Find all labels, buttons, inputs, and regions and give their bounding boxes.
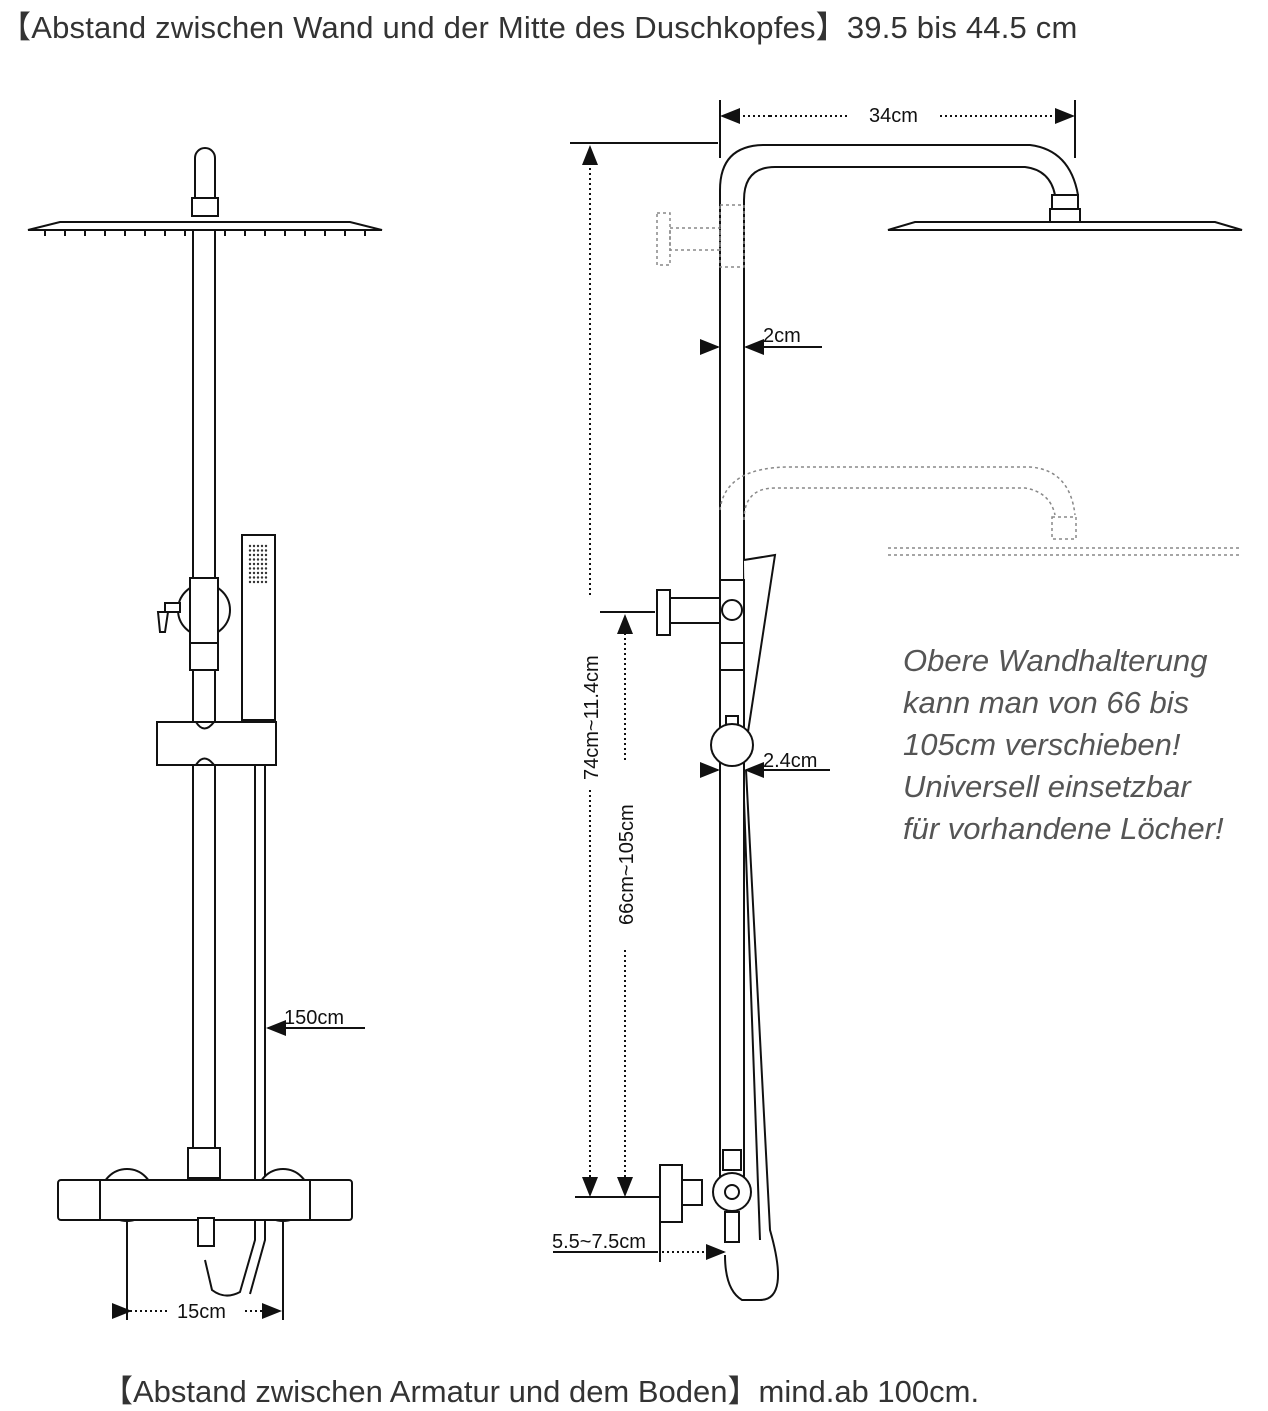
note-line: Obere Wandhalterung	[903, 643, 1208, 678]
header-text: 【Abstand zwischen Wand und der Mitte des…	[0, 10, 1078, 45]
note-line: kann man von 66 bis	[903, 685, 1190, 720]
wall-bracket	[656, 589, 671, 636]
valve-spacing-label: 15cm	[177, 1301, 226, 1323]
note-line: für vorhandene Löcher!	[903, 811, 1224, 846]
slider-diameter-label: 2.4cm	[763, 750, 817, 772]
side-view: 34cm 2cm 2.4cm 74cm~11.4cm 66cm~105cm 5.…	[552, 100, 1243, 1301]
top-cap	[194, 147, 216, 201]
outlet-connector	[197, 1217, 215, 1247]
hand-shower-nozzles	[248, 544, 268, 584]
arm-length-label: 34cm	[869, 105, 918, 127]
hose	[204, 765, 266, 1297]
side-hand-shower	[743, 553, 777, 746]
side-shower-head	[887, 221, 1243, 231]
rain-shower-head	[27, 221, 383, 231]
footer-text: 【Abstand zwischen Armatur und dem Boden】…	[102, 1374, 980, 1409]
total-height-label: 74cm~11.4cm	[581, 655, 603, 780]
lower-arm-position	[719, 466, 1076, 521]
bottom-wall-fitting	[659, 1164, 683, 1223]
front-view: 15cm 150cm	[27, 147, 383, 1323]
slider-holder	[156, 721, 277, 766]
bracket-range-label: 66cm~105cm	[616, 804, 638, 925]
hose-length-label: 150cm	[284, 1007, 344, 1029]
shower-arm	[719, 144, 1079, 1180]
diverter-block	[189, 577, 219, 671]
head-nut	[191, 197, 219, 217]
diverter-lever	[156, 602, 181, 633]
note-line: Universell einsetzbar	[903, 769, 1191, 804]
hand-shower	[241, 534, 276, 721]
thermostat-body	[57, 1179, 353, 1221]
adjustment-note: Obere Wandhalterung kann man von 66 bis …	[903, 640, 1224, 850]
pipe-diameter-label: 2cm	[763, 325, 801, 347]
pipe-nut	[187, 1147, 221, 1179]
riser-pipe	[192, 229, 216, 1181]
note-line: 105cm verschieben!	[903, 727, 1181, 762]
side-slider	[710, 723, 754, 767]
wall-offset-label: 5.5~7.5cm	[552, 1231, 646, 1253]
